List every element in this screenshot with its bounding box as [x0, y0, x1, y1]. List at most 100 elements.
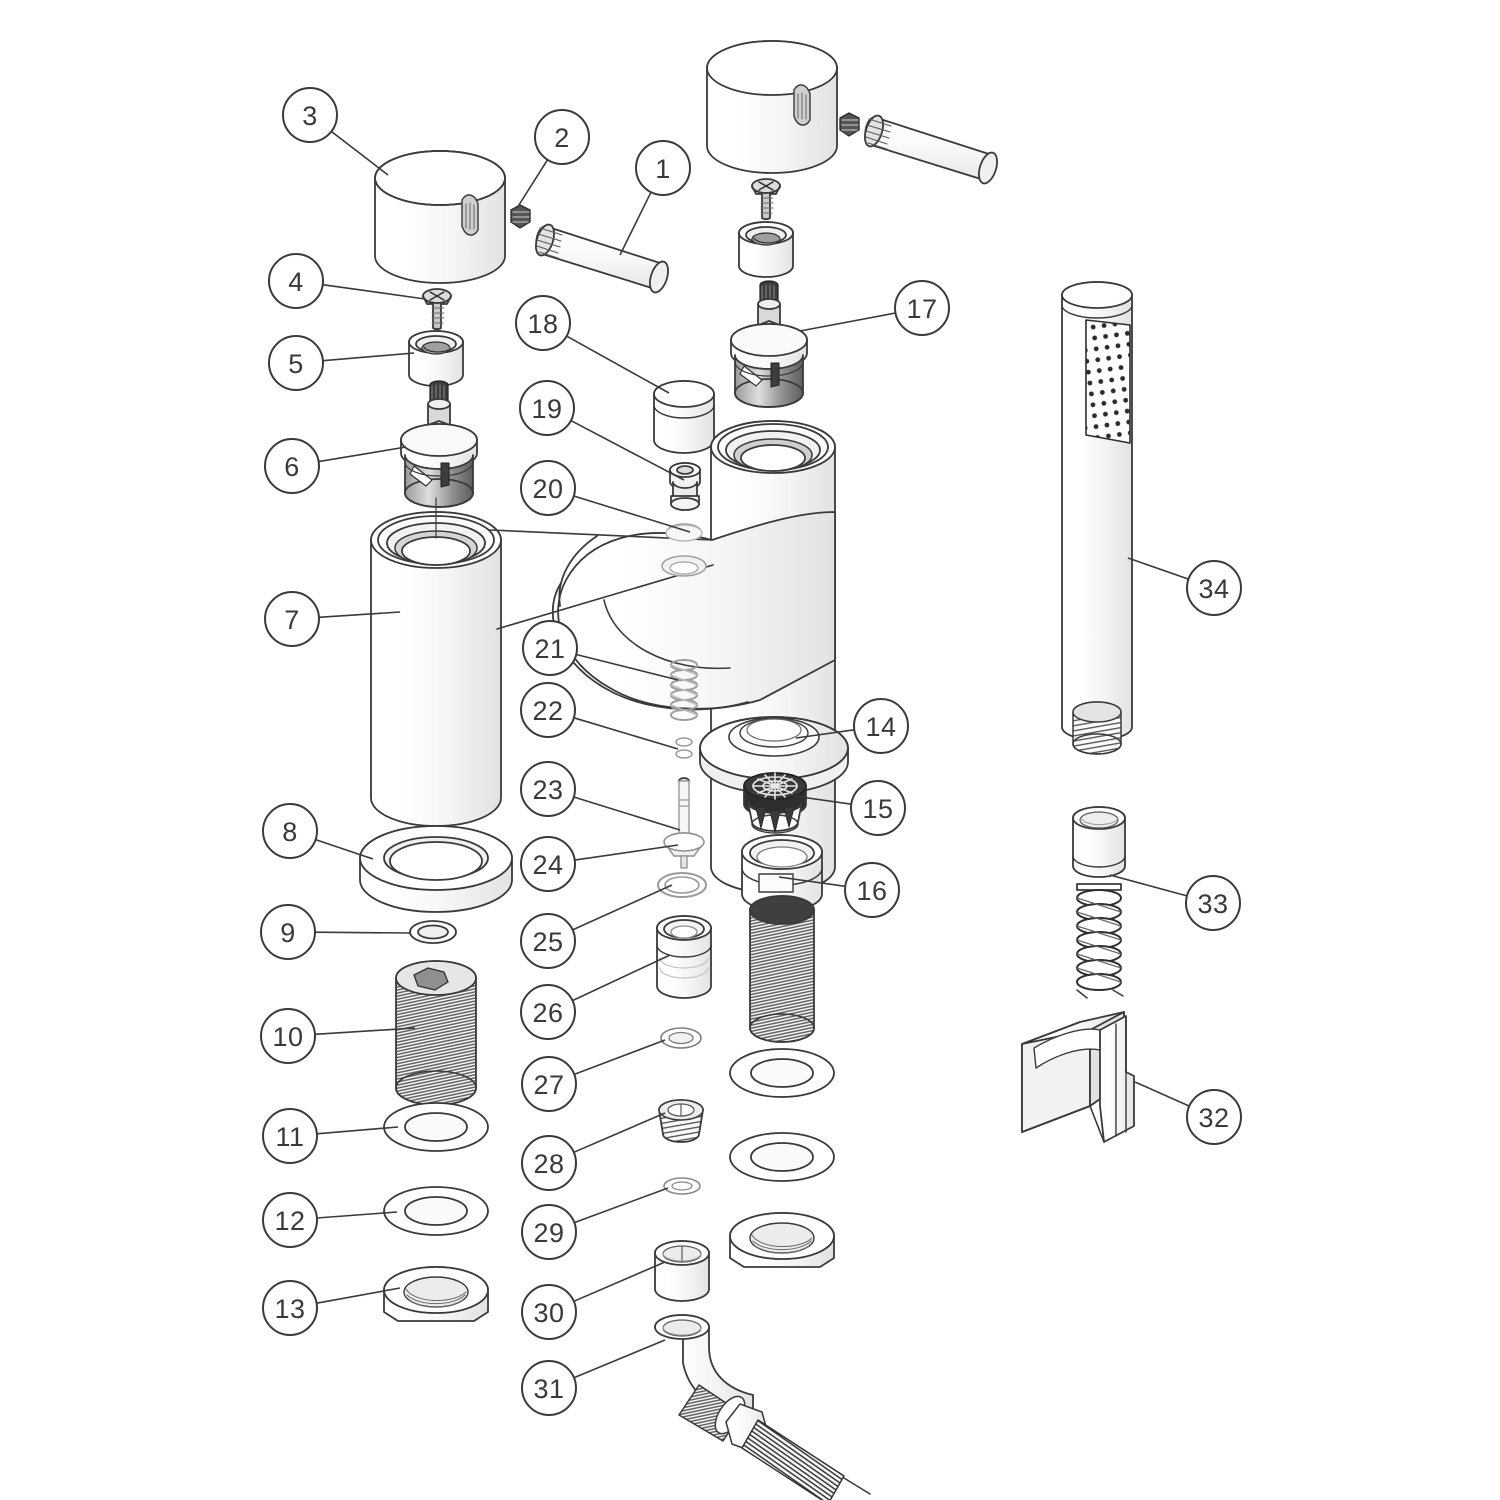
callout-label-19: 19 [531, 394, 562, 424]
callout-circle-32[interactable] [1186, 1089, 1242, 1145]
callout-circle-11[interactable] [262, 1108, 318, 1164]
callout-circle-33[interactable] [1185, 875, 1241, 931]
leader-line-27 [573, 1039, 666, 1076]
callout-circle-8[interactable] [262, 803, 318, 859]
callout-circle-4[interactable] [268, 253, 324, 309]
callout-circle-23[interactable] [520, 761, 576, 817]
leader-line-22 [573, 717, 679, 750]
callout-circle-20[interactable] [520, 460, 576, 516]
leader-line-34 [1127, 557, 1189, 580]
callout-30[interactable]: 30 [521, 1261, 666, 1340]
callout-7[interactable]: 7 [264, 591, 401, 647]
part-14-spout-collar [699, 716, 849, 794]
leader-line-28 [573, 1112, 666, 1154]
callout-circle-21[interactable] [522, 620, 578, 676]
callout-circle-15[interactable] [850, 780, 906, 836]
callout-circle-6[interactable] [264, 438, 320, 494]
callout-circle-14[interactable] [853, 698, 909, 754]
callout-6[interactable]: 6 [264, 438, 407, 494]
leader-line-5 [322, 352, 415, 362]
callout-circle-13[interactable] [262, 1280, 318, 1336]
callout-circle-30[interactable] [521, 1284, 577, 1340]
callout-circle-5[interactable] [268, 335, 324, 391]
leader-line-20 [573, 495, 691, 533]
callout-circle-7[interactable] [264, 591, 320, 647]
callout-12[interactable]: 12 [262, 1192, 398, 1248]
callout-16[interactable]: 16 [778, 862, 900, 918]
callout-circle-25[interactable] [520, 913, 576, 969]
callout-18[interactable]: 18 [515, 295, 670, 394]
callout-circle-22[interactable] [520, 682, 576, 738]
callout-circle-9[interactable] [260, 904, 316, 960]
callout-circle-31[interactable] [521, 1360, 577, 1416]
callout-2[interactable]: 2 [516, 109, 590, 209]
callout-circle-1[interactable] [635, 140, 691, 196]
callout-label-22: 22 [532, 696, 563, 726]
callout-29[interactable]: 29 [521, 1187, 669, 1260]
callout-3[interactable]: 3 [282, 87, 389, 176]
callout-27[interactable]: 27 [521, 1039, 666, 1112]
leader-line-11 [316, 1126, 399, 1135]
leader-line-26 [572, 954, 671, 1002]
callout-circle-2[interactable] [534, 109, 590, 165]
part-27-o-ring-right [660, 1027, 702, 1049]
callout-15[interactable]: 15 [793, 780, 906, 836]
callout-circle-16[interactable] [844, 862, 900, 918]
leader-line-25 [572, 884, 673, 931]
callout-24[interactable]: 24 [520, 836, 679, 892]
leader-line-2 [516, 159, 549, 209]
leader-line-10 [314, 1027, 416, 1036]
leader-line-24 [574, 844, 679, 861]
leader-line-13 [316, 1287, 401, 1304]
callout-32[interactable]: 32 [1134, 1081, 1242, 1145]
callout-circle-24[interactable] [520, 836, 576, 892]
part-4-handle-screw-left [422, 288, 452, 331]
callout-26[interactable]: 26 [520, 954, 671, 1040]
callout-circle-29[interactable] [521, 1204, 577, 1260]
part-34-shower-handset [1061, 281, 1133, 755]
callout-20[interactable]: 20 [520, 460, 691, 533]
callout-33[interactable]: 33 [1109, 874, 1241, 931]
leader-line-32 [1134, 1081, 1190, 1107]
callout-circle-12[interactable] [262, 1192, 318, 1248]
callout-5[interactable]: 5 [268, 335, 415, 391]
part-13-back-nut-left [383, 1266, 489, 1322]
callout-31[interactable]: 31 [521, 1339, 666, 1416]
callout-circle-34[interactable] [1186, 560, 1242, 616]
callout-14[interactable]: 14 [795, 698, 909, 754]
callout-13[interactable]: 13 [262, 1280, 401, 1336]
callout-label-6: 6 [284, 452, 300, 482]
part-back-nut-right [729, 1212, 835, 1268]
leader-line-17 [799, 312, 896, 332]
callout-34[interactable]: 34 [1127, 557, 1242, 616]
leader-line-4 [322, 283, 426, 300]
callout-1[interactable]: 1 [619, 140, 691, 256]
callout-22[interactable]: 22 [520, 682, 679, 750]
callout-circle-27[interactable] [521, 1056, 577, 1112]
callout-21[interactable]: 21 [522, 620, 679, 681]
callout-circle-18[interactable] [515, 295, 571, 351]
leader-line-7 [318, 611, 401, 619]
callout-23[interactable]: 23 [520, 761, 681, 831]
callout-label-31: 31 [533, 1374, 564, 1404]
part-26-diverter-cartridge-housing [656, 915, 712, 999]
callout-circle-28[interactable] [521, 1135, 577, 1191]
callout-4[interactable]: 4 [268, 253, 426, 309]
callout-circle-10[interactable] [260, 1008, 316, 1064]
leader-line-12 [316, 1211, 398, 1219]
callout-label-30: 30 [533, 1298, 564, 1328]
callout-8[interactable]: 8 [262, 803, 374, 860]
callout-9[interactable]: 9 [260, 904, 411, 960]
callout-19[interactable]: 19 [519, 380, 685, 481]
callout-17[interactable]: 17 [799, 280, 950, 336]
callout-circle-19[interactable] [519, 380, 575, 436]
callout-circle-3[interactable] [282, 87, 338, 143]
callout-28[interactable]: 28 [521, 1112, 666, 1191]
part-1-inlet-pipe-left [535, 223, 669, 294]
part-29-o-ring-small-right [663, 1177, 701, 1195]
callout-10[interactable]: 10 [260, 1008, 416, 1064]
callout-circle-26[interactable] [520, 984, 576, 1040]
callout-circle-17[interactable] [894, 280, 950, 336]
callout-25[interactable]: 25 [520, 884, 673, 969]
callout-11[interactable]: 11 [262, 1108, 399, 1164]
